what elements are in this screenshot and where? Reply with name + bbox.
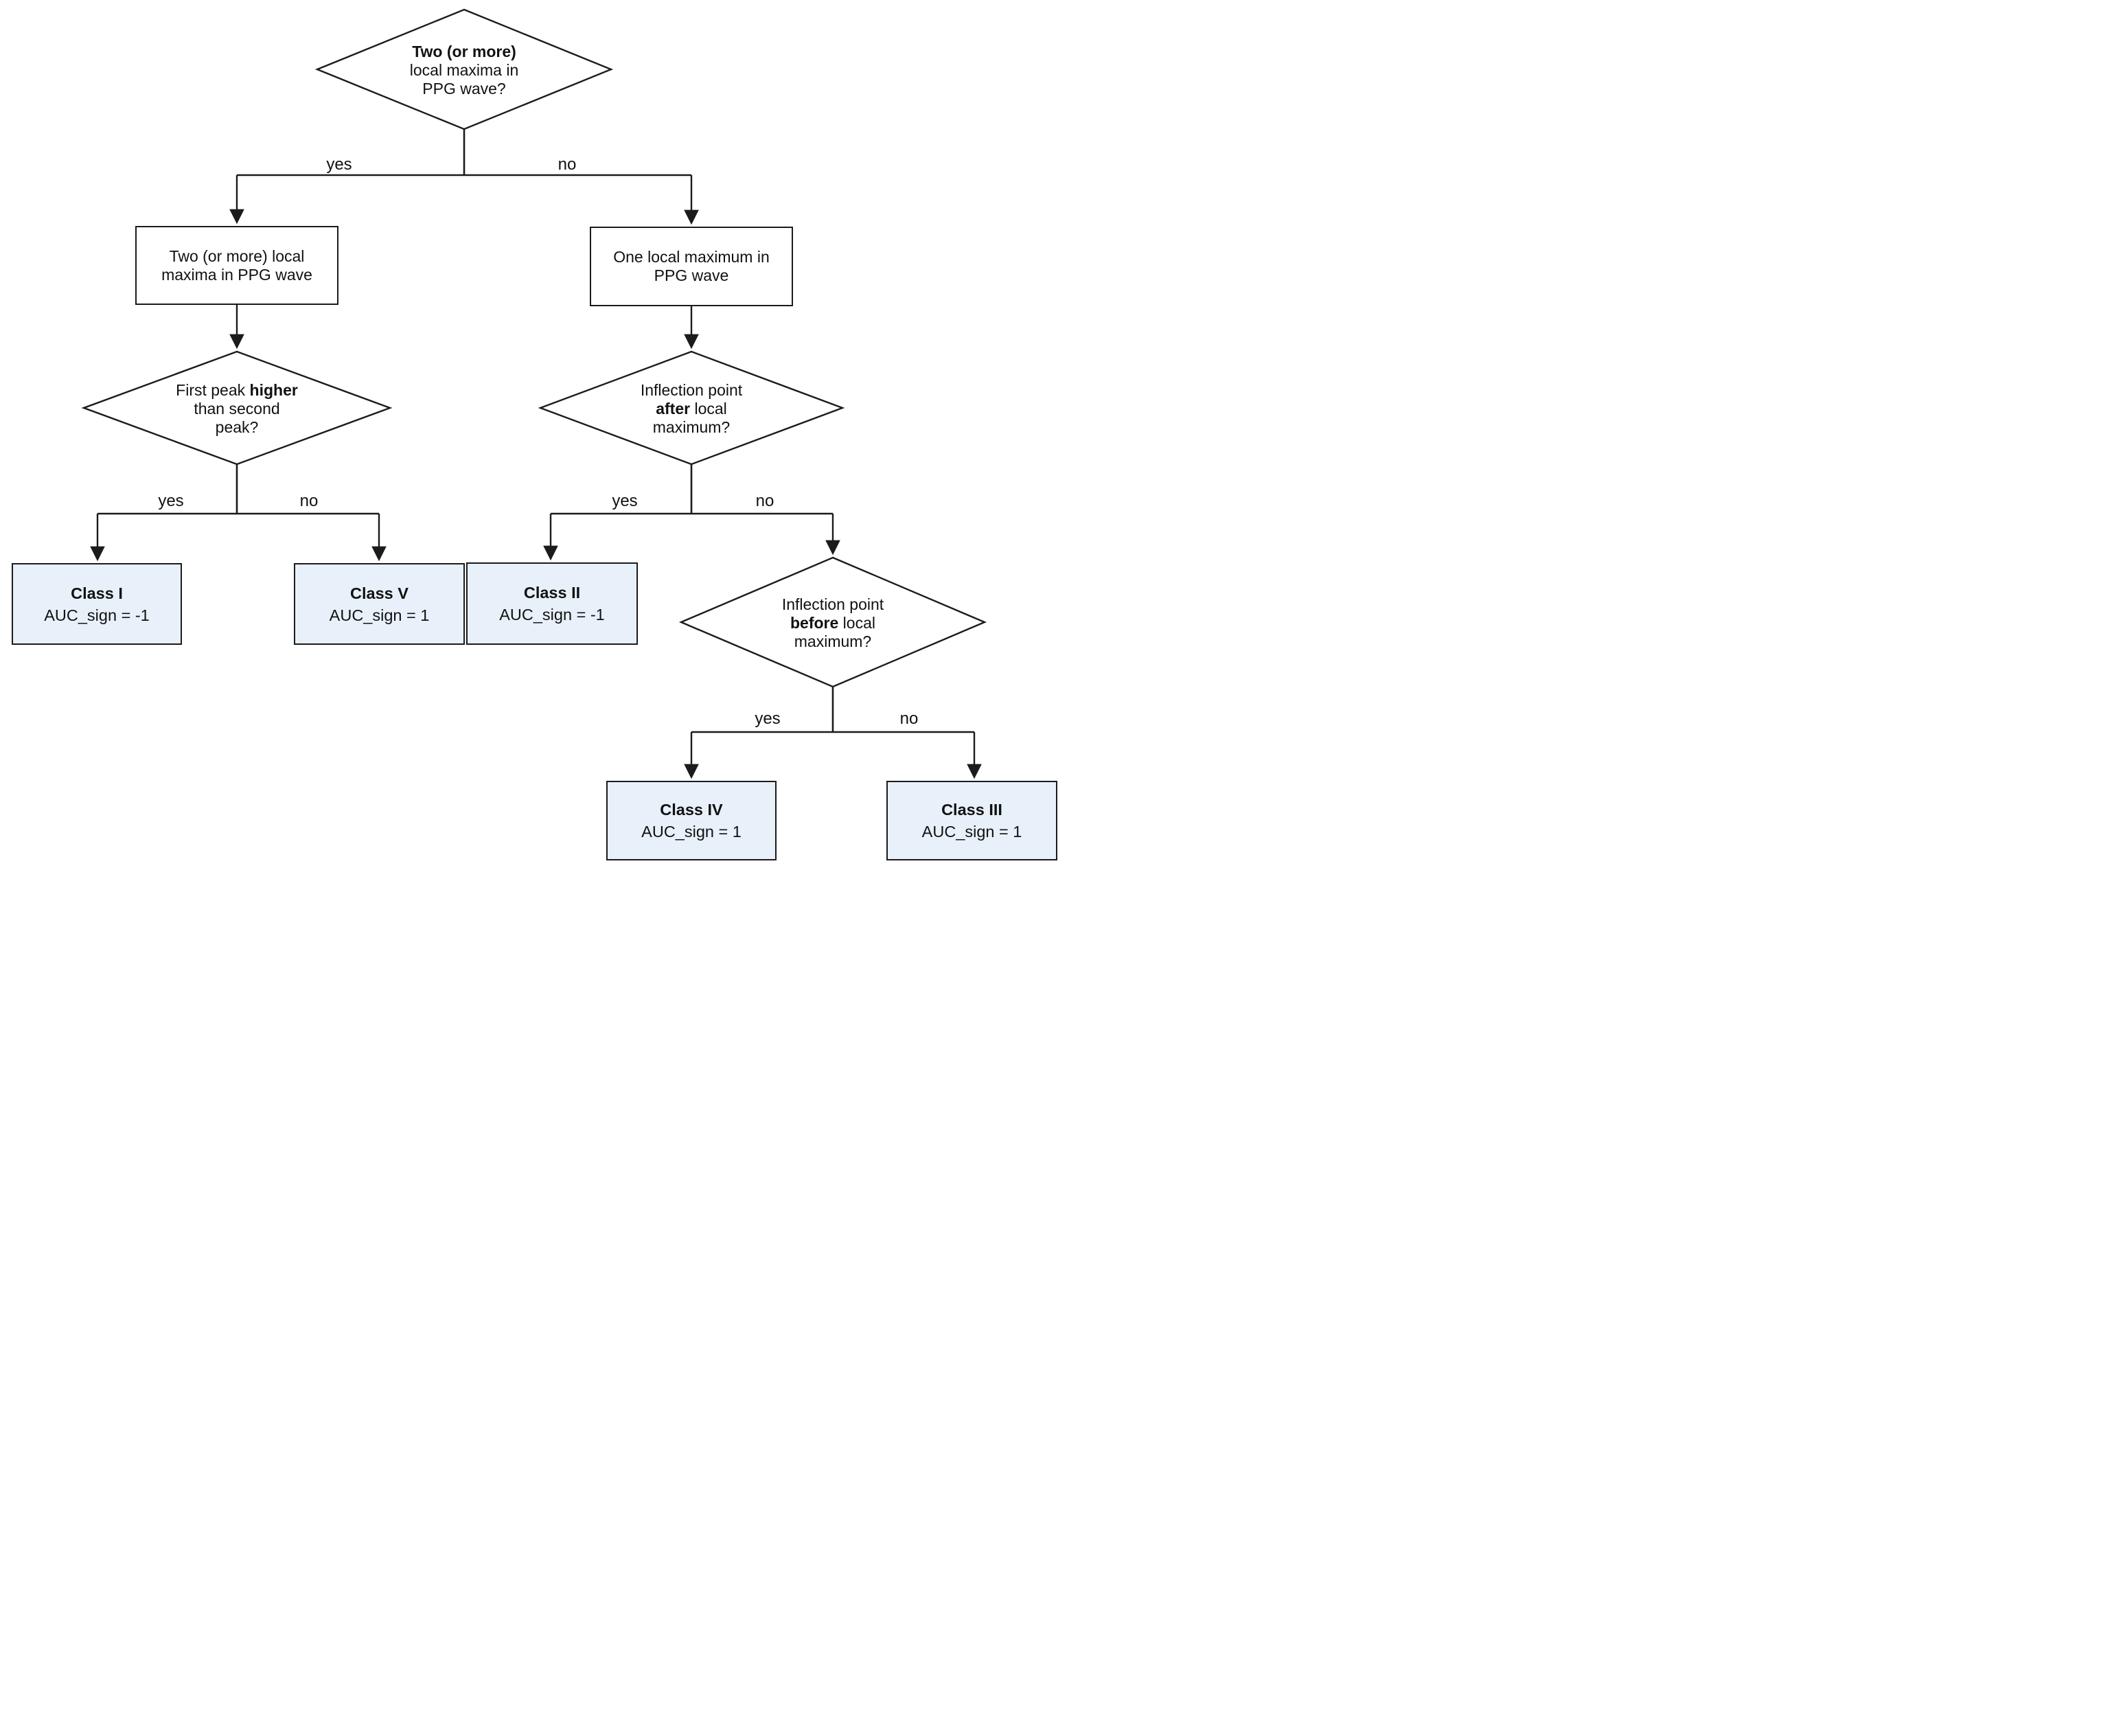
edge-label-root-yes: yes <box>326 155 352 174</box>
edge-label-after-yes: yes <box>612 492 638 510</box>
process-two-maxima-line1: Two (or more) local <box>169 247 305 265</box>
edge-label-before-yes: yes <box>755 709 781 728</box>
class-ii-box: Class II AUC_sign = -1 <box>466 562 638 645</box>
process-two-maxima-line2: maxima in PPG wave <box>161 265 312 284</box>
process-one-maximum-line2: PPG wave <box>654 266 729 284</box>
class-i-auc: AUC_sign = -1 <box>44 606 150 624</box>
process-one-maximum-box: One local maximum in PPG wave <box>590 227 793 306</box>
inflection-after-branch-line <box>551 464 833 515</box>
process-one-maximum-line1: One local maximum in <box>613 248 770 266</box>
class-iii-auc: AUC_sign = 1 <box>921 823 1022 841</box>
edge-label-first-peak-yes: yes <box>158 492 184 510</box>
edge-label-before-no: no <box>899 709 919 728</box>
class-iii-name: Class III <box>941 801 1002 819</box>
class-iv-name: Class IV <box>660 801 723 819</box>
flowchart-canvas: Two (or more) local maxima in PPG wave? … <box>0 0 1063 868</box>
class-iii-box: Class III AUC_sign = 1 <box>886 781 1057 860</box>
decision-diamond-inflection-before <box>678 556 987 688</box>
decision-diamond-inflection-after <box>538 350 845 466</box>
class-iv-box: Class IV AUC_sign = 1 <box>606 781 777 860</box>
class-v-auc: AUC_sign = 1 <box>329 606 430 624</box>
process-two-maxima-box: Two (or more) local maxima in PPG wave <box>135 226 338 305</box>
decision-diamond-root <box>314 8 614 130</box>
class-iv-auc: AUC_sign = 1 <box>641 823 742 841</box>
inflection-before-branch-line <box>691 687 974 733</box>
first-peak-branch-line <box>97 464 379 515</box>
class-i-box: Class I AUC_sign = -1 <box>12 563 182 645</box>
edge-label-after-no: no <box>755 492 774 510</box>
edge-label-first-peak-no: no <box>299 492 319 510</box>
decision-diamond-first-peak <box>81 350 393 466</box>
class-ii-name: Class II <box>523 584 581 602</box>
class-v-box: Class V AUC_sign = 1 <box>294 563 465 645</box>
connector-and-shape-layer <box>81 8 987 779</box>
edge-label-root-no: no <box>558 155 577 174</box>
root-branch-line <box>237 129 691 176</box>
class-v-name: Class V <box>350 584 409 602</box>
class-i-name: Class I <box>71 584 123 602</box>
class-ii-auc: AUC_sign = -1 <box>499 606 605 624</box>
